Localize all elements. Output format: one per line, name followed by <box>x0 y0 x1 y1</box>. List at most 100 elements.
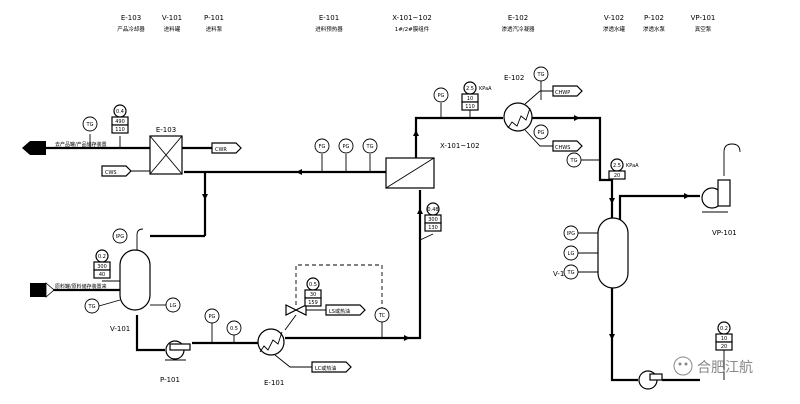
svg-text:E-103: E-103 <box>121 14 141 22</box>
svg-text:渗透水罐: 渗透水罐 <box>603 25 626 33</box>
gauge-stack-7: 0.2 10 20 <box>715 321 733 380</box>
svg-text:110: 110 <box>465 104 475 110</box>
instrument-ipg-v102: IPG <box>563 225 598 241</box>
header-tag-v102: V-102 渗透水罐 <box>603 14 626 33</box>
svg-text:1#/2#膜组件: 1#/2#膜组件 <box>395 25 430 33</box>
svg-text:P-101: P-101 <box>204 14 224 22</box>
flag-cwr: CWR <box>211 142 242 154</box>
svg-text:CHWS: CHWS <box>555 145 570 151</box>
e103-cooler: E-103 <box>149 126 183 175</box>
svg-text:490: 490 <box>115 119 125 125</box>
svg-text:LG: LG <box>170 303 177 309</box>
svg-text:LG: LG <box>568 251 575 257</box>
svg-text:CWS: CWS <box>105 170 117 176</box>
svg-text:20: 20 <box>721 344 727 350</box>
svg-text:PG: PG <box>538 130 545 136</box>
svg-text:V-102: V-102 <box>604 14 624 22</box>
header-tag-e101: E-101 进料预热器 <box>315 14 343 33</box>
svg-text:E-101: E-101 <box>319 14 339 22</box>
svg-text:130: 130 <box>428 225 438 231</box>
svg-text:P-101: P-101 <box>160 376 180 384</box>
header-tag-e103: E-103 产品冷却器 <box>117 14 145 33</box>
svg-text:IPG: IPG <box>567 231 575 237</box>
process-pipes <box>45 116 741 382</box>
svg-text:TG: TG <box>537 72 545 78</box>
flag-chws: CHWS <box>524 129 583 152</box>
gauge-stack-2: 0.2 300 40 <box>93 249 120 282</box>
svg-text:渗透汽冷凝器: 渗透汽冷凝器 <box>501 25 535 33</box>
svg-text:KPaA: KPaA <box>479 86 492 92</box>
instrument-ipg-v101: IPG <box>112 228 128 244</box>
svg-text:10: 10 <box>721 336 727 342</box>
gauge-stack-5: 2.5 KPaA 10 110 <box>461 81 492 118</box>
flow-arrows <box>202 115 690 341</box>
offsheet-product-out: 去产品罐/产品储存装置 <box>22 141 107 155</box>
instrument-tg-v102-inlet: TG <box>566 152 600 168</box>
svg-text:E-103: E-103 <box>156 126 176 134</box>
svg-text:159: 159 <box>308 300 318 306</box>
svg-text:PG: PG <box>438 93 445 99</box>
svg-text:X-101~102: X-101~102 <box>440 142 480 150</box>
svg-text:V-101: V-101 <box>110 325 130 333</box>
svg-text:2.5: 2.5 <box>466 86 474 92</box>
svg-text:VP-101: VP-101 <box>712 229 737 237</box>
svg-text:渗透水泵: 渗透水泵 <box>643 25 666 33</box>
p101-feed-pump: P-101 <box>160 340 191 384</box>
svg-text:IPG: IPG <box>116 234 124 240</box>
svg-text:真空泵: 真空泵 <box>695 25 712 33</box>
vp101-vacuum-pump: VP-101 <box>701 179 737 237</box>
header-tag-e102: E-102 渗透汽冷凝器 <box>501 14 535 33</box>
svg-text:CWR: CWR <box>215 147 227 153</box>
header-tag-p102: P-102 渗透水泵 <box>643 14 666 33</box>
svg-text:0.2: 0.2 <box>98 254 106 260</box>
flag-cws: CWS <box>101 165 150 177</box>
svg-text:进料泵: 进料泵 <box>206 25 223 33</box>
instrument-pg-retentate: PG <box>338 138 354 172</box>
svg-text:E-101: E-101 <box>264 379 284 387</box>
svg-text:KPaA: KPaA <box>626 163 639 169</box>
instrument-tc: TC <box>374 307 390 338</box>
instrument-tg-e102: TG <box>533 66 549 100</box>
flag-lc: LC或热油 <box>274 354 352 373</box>
instrument-05-pump: 0.5 <box>226 320 242 343</box>
svg-text:合肥江航: 合肥江航 <box>697 360 753 376</box>
svg-text:30: 30 <box>310 292 316 298</box>
svg-text:0.2: 0.2 <box>720 326 728 332</box>
svg-text:原料罐/原料储存装置来: 原料罐/原料储存装置来 <box>55 283 107 290</box>
steam-control-valve <box>284 264 383 331</box>
svg-text:进料预热器: 进料预热器 <box>315 25 343 33</box>
instrument-tg-e103: TG <box>82 116 98 148</box>
instrument-tg-v102: TG <box>563 264 598 280</box>
instrument-lg-v101: LG <box>150 297 181 313</box>
flag-ls: LS或热油 <box>300 304 366 316</box>
gauge-stack-6: 2.5 KPaA 20 <box>608 158 639 180</box>
svg-text:PG: PG <box>209 314 216 320</box>
e101-preheater: E-101 <box>257 328 285 387</box>
instrument-pg-e102: PG <box>533 124 549 140</box>
instrument-tg-retentate: TG <box>362 138 378 172</box>
svg-text:E-102: E-102 <box>508 14 528 22</box>
svg-text:20: 20 <box>614 173 620 179</box>
flag-chwp: CHWP <box>524 85 583 105</box>
svg-text:LS或热油: LS或热油 <box>329 308 350 315</box>
instrument-tg-v101: TG <box>84 298 121 314</box>
svg-text:V-102: V-102 <box>553 270 573 278</box>
svg-text:TG: TG <box>88 304 96 310</box>
gauge-stack-4: 0.48 300 130 <box>419 202 442 241</box>
svg-text:10: 10 <box>467 96 473 102</box>
svg-text:TG: TG <box>570 158 578 164</box>
svg-text:300: 300 <box>428 217 438 223</box>
svg-text:0.5: 0.5 <box>230 326 238 332</box>
instrument-fg: FG <box>314 138 330 172</box>
e102-condenser: E-102 <box>503 74 533 132</box>
svg-text:TG: TG <box>567 270 575 276</box>
instrument-lg-v102: LG <box>563 245 598 261</box>
svg-text:2.5: 2.5 <box>613 163 621 169</box>
header-tag-v101: V-101 进料罐 <box>162 14 182 33</box>
gauge-stack-1: 0.4 490 110 <box>111 104 129 148</box>
header-tag-p101: P-101 进料泵 <box>204 14 224 33</box>
gauge-stack-3: 0.5 30 159 <box>304 277 322 307</box>
svg-text:0.48: 0.48 <box>427 207 438 213</box>
p102-permeate-pump <box>638 370 663 390</box>
